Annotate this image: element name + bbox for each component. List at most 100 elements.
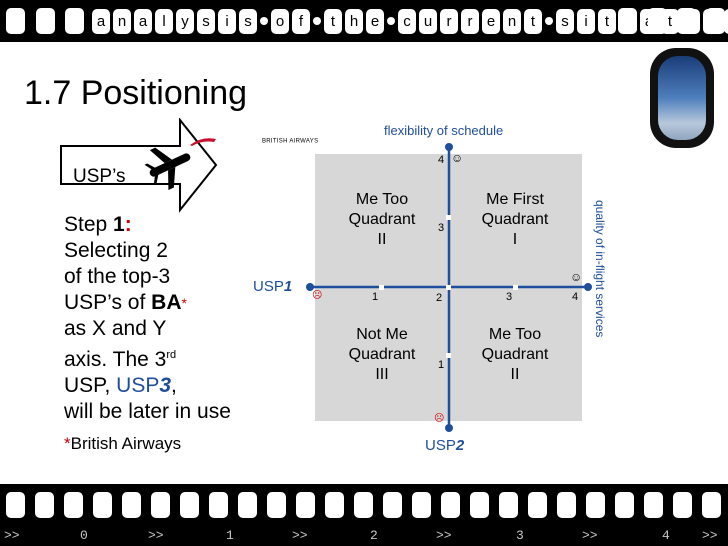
nav-next-link[interactable]: >> bbox=[436, 528, 452, 543]
y-axis-top-label: flexibility of schedule bbox=[384, 123, 504, 138]
film-hole bbox=[528, 492, 547, 518]
step-description: Step 1: Selecting 2 of the top-3 USP’s o… bbox=[64, 213, 231, 423]
film-strip-bottom bbox=[0, 484, 728, 546]
header-letter: e bbox=[366, 8, 384, 34]
header-letter: s bbox=[556, 8, 574, 34]
nav-page-link[interactable]: 2 bbox=[370, 528, 378, 543]
film-hole bbox=[64, 492, 83, 518]
header-letter: a bbox=[134, 8, 152, 34]
header-letter: l bbox=[155, 8, 173, 34]
header-letter: u bbox=[419, 8, 437, 34]
airplane-window-image bbox=[650, 48, 714, 148]
x-tick-label: 3 bbox=[506, 291, 513, 303]
film-hole bbox=[470, 492, 489, 518]
film-hole bbox=[648, 8, 667, 34]
film-hole bbox=[499, 492, 518, 518]
y-axis-usp-label: USP2 bbox=[425, 437, 465, 454]
header-letter: e bbox=[482, 8, 500, 34]
x-tick-label: 1 bbox=[372, 291, 379, 303]
film-hole bbox=[65, 8, 84, 34]
film-hole bbox=[36, 8, 55, 34]
nav-page-link[interactable]: 3 bbox=[516, 528, 524, 543]
header-letter: f bbox=[292, 8, 310, 34]
page-title: 1.7 Positioning bbox=[24, 74, 248, 112]
film-hole bbox=[644, 492, 663, 518]
film-hole bbox=[6, 492, 25, 518]
film-hole bbox=[238, 492, 257, 518]
film-hole bbox=[706, 8, 725, 34]
film-hole bbox=[6, 8, 25, 34]
film-hole bbox=[35, 492, 54, 518]
nav-next-link[interactable]: >> bbox=[702, 528, 718, 543]
footnote: *British Airways bbox=[64, 434, 182, 453]
film-hole bbox=[441, 492, 460, 518]
happy-face-icon: ☺ bbox=[570, 270, 583, 284]
header-dot bbox=[545, 17, 553, 25]
header-letter: a bbox=[92, 8, 110, 34]
header-letter: r bbox=[440, 8, 458, 34]
header-dot bbox=[387, 17, 395, 25]
header-dot bbox=[313, 17, 321, 25]
nav-next-link[interactable]: >> bbox=[148, 528, 164, 543]
header-letter: n bbox=[724, 8, 728, 34]
header-letter: i bbox=[577, 8, 595, 34]
film-hole bbox=[180, 492, 199, 518]
header-letter: r bbox=[461, 8, 479, 34]
usp-arrow-label: USP’s bbox=[73, 166, 126, 187]
x-tick-label: 2 bbox=[436, 292, 443, 304]
film-hole bbox=[296, 492, 315, 518]
film-hole bbox=[209, 492, 228, 518]
y-tick-label: 4 bbox=[438, 154, 445, 166]
header-letter: c bbox=[398, 8, 416, 34]
header-letter: o bbox=[271, 8, 289, 34]
header-letter: t bbox=[524, 8, 542, 34]
x-axis-right-label: quality of in-flight services bbox=[593, 200, 607, 338]
film-hole bbox=[267, 492, 286, 518]
nav-page-link[interactable]: 1 bbox=[226, 528, 234, 543]
film-hole bbox=[412, 492, 431, 518]
header-letter: t bbox=[598, 8, 616, 34]
film-hole bbox=[151, 492, 170, 518]
header-letter: y bbox=[176, 8, 194, 34]
film-hole bbox=[673, 492, 692, 518]
sad-face-icon: ☹ bbox=[434, 413, 445, 424]
x-tick-label: 4 bbox=[572, 291, 579, 303]
airplane-icon bbox=[144, 147, 191, 191]
nav-next-link[interactable]: >> bbox=[4, 528, 20, 543]
header-letter: s bbox=[239, 8, 257, 34]
film-hole bbox=[586, 492, 605, 518]
header-letter: s bbox=[197, 8, 215, 34]
film-strip-top: analysisofthecurrentsituation bbox=[0, 0, 728, 42]
film-hole bbox=[383, 492, 402, 518]
film-hole bbox=[615, 492, 634, 518]
film-hole bbox=[702, 492, 721, 518]
british-airways-logo: BRITISH AIRWAYS bbox=[190, 135, 318, 147]
header-letter: n bbox=[113, 8, 131, 34]
nav-next-link[interactable]: >> bbox=[292, 528, 308, 543]
y-tick-label: 1 bbox=[438, 359, 445, 371]
film-hole bbox=[557, 492, 576, 518]
usp-arrow-shape bbox=[60, 118, 218, 213]
nav-page-link[interactable]: 0 bbox=[80, 528, 88, 543]
happy-face-icon: ☺ bbox=[451, 151, 464, 165]
film-hole bbox=[93, 492, 112, 518]
nav-page-link[interactable]: 4 bbox=[662, 528, 670, 543]
header-letter: i bbox=[218, 8, 236, 34]
nav-next-link[interactable]: >> bbox=[582, 528, 598, 543]
y-tick-label: 3 bbox=[438, 222, 445, 234]
film-hole bbox=[677, 8, 696, 34]
film-hole bbox=[618, 8, 637, 34]
film-hole bbox=[325, 492, 344, 518]
header-letter: h bbox=[345, 8, 363, 34]
header-letter: t bbox=[324, 8, 342, 34]
film-hole bbox=[122, 492, 141, 518]
header-letter: n bbox=[503, 8, 521, 34]
header-dot bbox=[260, 17, 268, 25]
x-axis-usp-label: USP1 bbox=[253, 278, 293, 295]
sad-face-icon: ☹ bbox=[312, 290, 323, 301]
